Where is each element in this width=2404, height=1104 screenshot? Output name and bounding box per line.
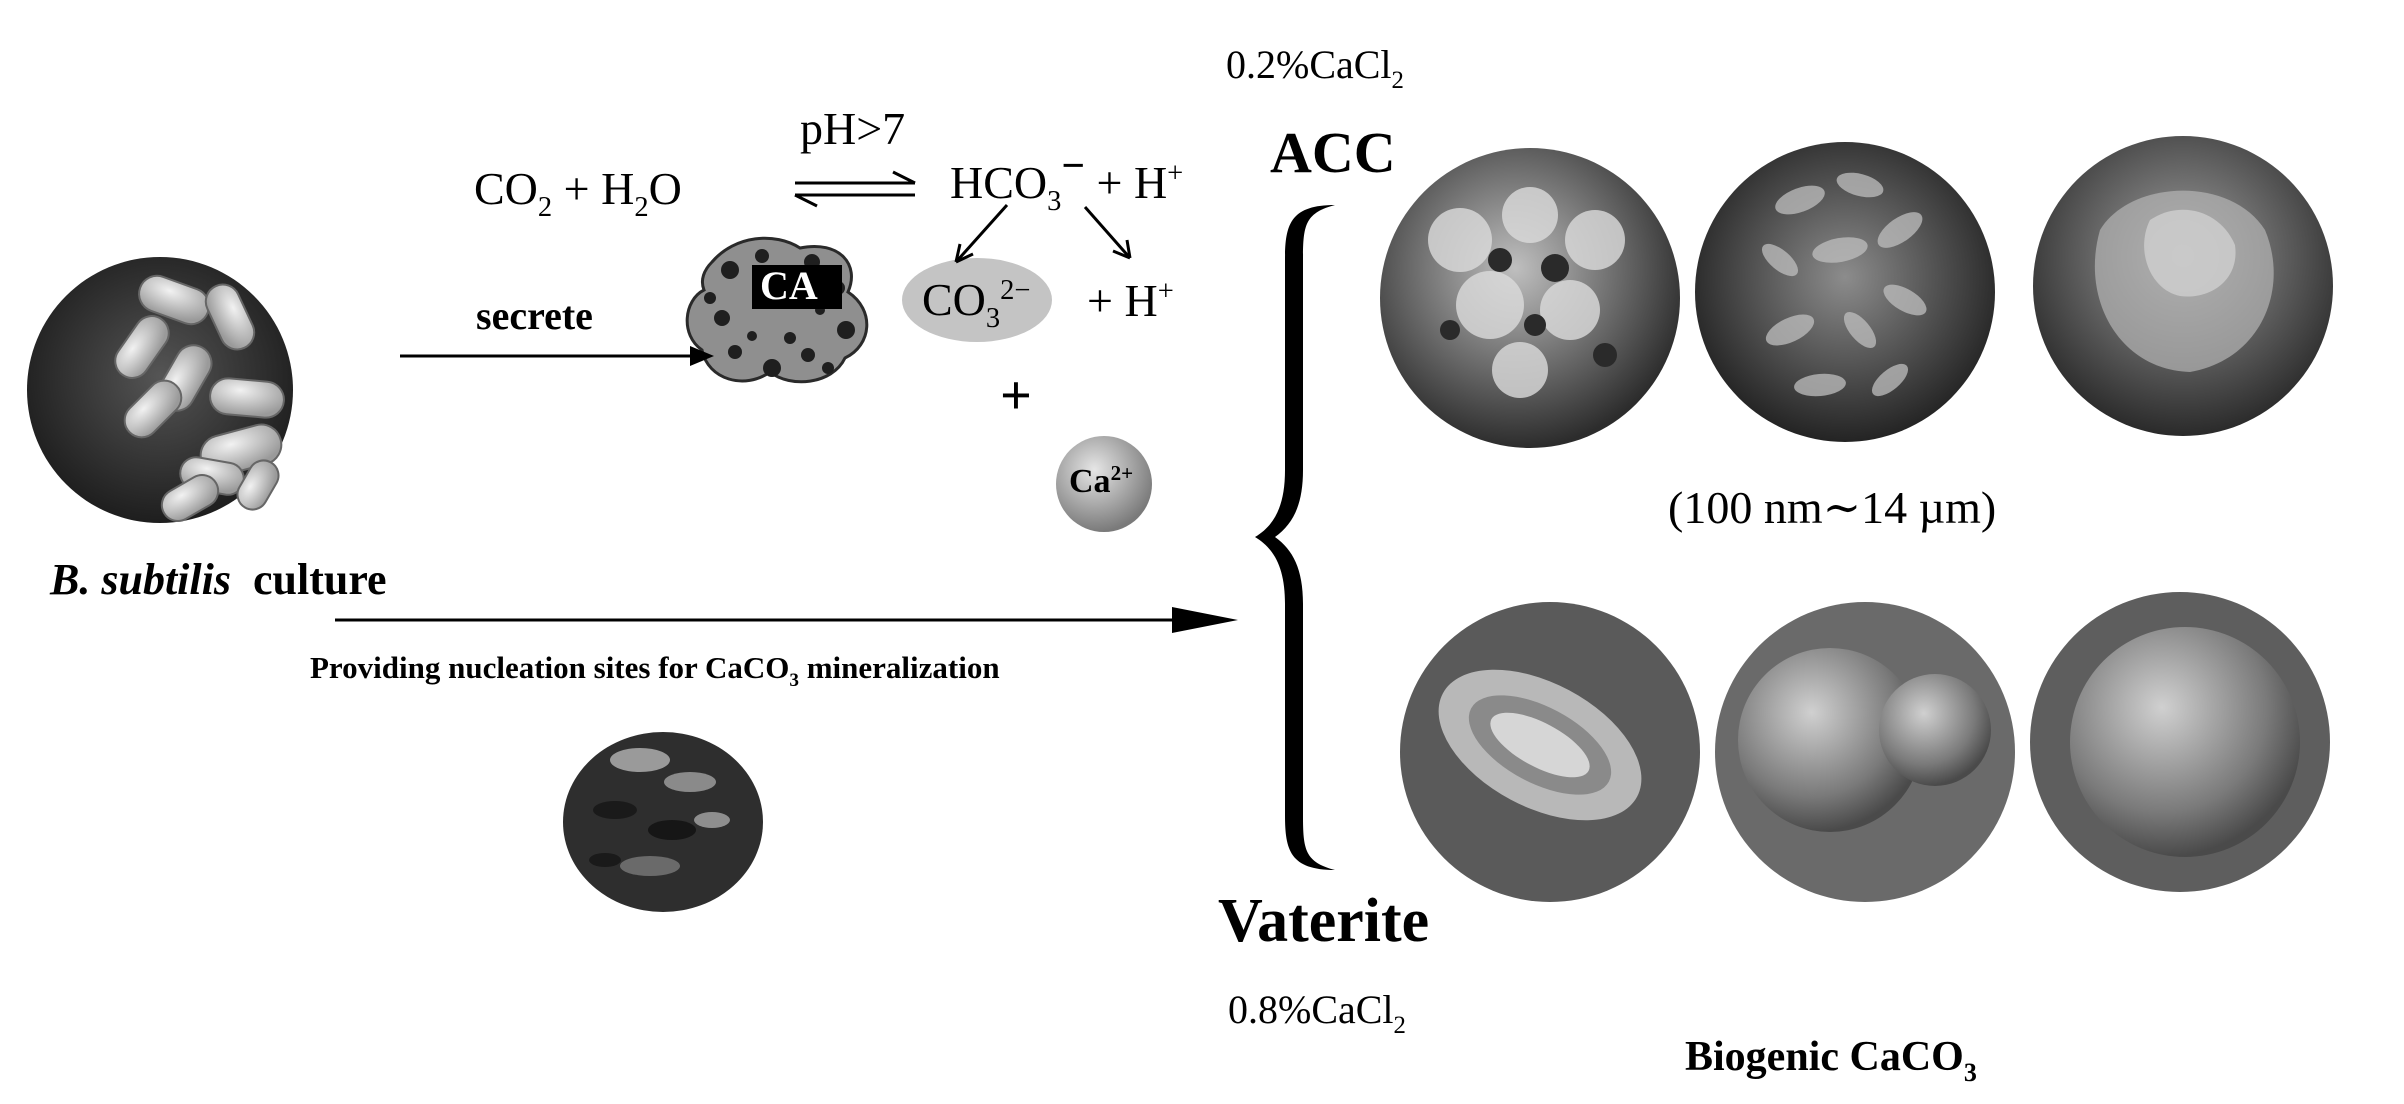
hco3-charge: − <box>1061 142 1085 189</box>
organism-name: B. subtilis <box>50 555 231 604</box>
vaterite-conc-subscript: 2 <box>1393 1012 1406 1040</box>
nucleation-sem-image <box>563 732 763 912</box>
plus-sign: + <box>1096 157 1123 208</box>
enzyme-label: CA <box>760 263 818 308</box>
acc-sem-image-2 <box>1695 142 1995 442</box>
organism-culture: culture <box>252 555 387 604</box>
plus-sign: + <box>1087 275 1113 326</box>
plus-sign-bold: + <box>1000 365 1032 427</box>
proton-product: + H+ <box>1087 278 1174 324</box>
nucleation-subscript: 3 <box>789 670 799 692</box>
carbonate-bubble <box>902 258 1052 342</box>
h2o-suffix: O <box>648 163 682 214</box>
co3-subscript: 3 <box>985 302 1001 334</box>
co3-prefix: CO <box>922 274 986 325</box>
h-ion: H <box>1124 275 1158 326</box>
nucleation-caption: Providing nucleation sites for CaCO3 min… <box>310 650 1000 690</box>
nucleation-prefix: Providing nucleation sites for CaCO <box>310 650 790 685</box>
co2-subscript: 2 <box>537 191 553 223</box>
co3-charge: 2− <box>1000 275 1031 307</box>
caption-prefix: Biogenic CaCO <box>1685 1034 1964 1080</box>
bacteria-sem-image <box>27 257 293 523</box>
acc-sem-image-3 <box>2033 136 2333 436</box>
equilibrium-arrows <box>794 170 916 208</box>
organism-label: B. subtilis culture <box>50 558 387 602</box>
h2o-prefix: H <box>601 163 635 214</box>
size-range: (100 nm∼14 µm) <box>1668 482 1997 533</box>
ca-prefix: Ca <box>1069 463 1111 500</box>
vaterite-sem-image-1 <box>1400 602 1700 902</box>
nucleation-suffix: mineralization <box>798 650 1000 685</box>
calcium-sphere <box>1056 436 1152 532</box>
vaterite-sem-image-2 <box>1715 602 2015 902</box>
bicarbonate-products: HCO3− + H+ <box>950 145 1184 216</box>
ph-condition: pH>7 <box>800 103 906 154</box>
secrete-arrow <box>400 346 714 366</box>
h-ion: H <box>1133 157 1168 208</box>
carbonate-ion: CO32− <box>922 274 1031 333</box>
acc-sem-image-1 <box>1380 148 1680 448</box>
secrete-label: secrete <box>476 293 593 338</box>
plus-sign: + <box>563 163 590 214</box>
acc-conc-prefix: 0.2%CaCl <box>1226 42 1392 87</box>
hco3-prefix: HCO <box>950 157 1048 208</box>
acc-conc-subscript: 2 <box>1391 67 1404 95</box>
calcium-ion: Ca2+ <box>1069 463 1133 500</box>
vaterite-concentration: 0.8%CaCl2 <box>1228 987 1406 1039</box>
hco3-subscript: 3 <box>1047 185 1062 217</box>
biogenic-caption: Biogenic CaCO3 <box>1685 1034 1977 1085</box>
caption-subscript: 3 <box>1963 1057 1977 1087</box>
vaterite-label: Vaterite <box>1218 887 1430 955</box>
vaterite-conc-prefix: 0.8%CaCl <box>1228 987 1394 1032</box>
h2o-subscript: 2 <box>634 191 649 223</box>
co2-prefix: CO <box>474 163 538 214</box>
acc-label: ACC <box>1270 120 1396 185</box>
acc-concentration: 0.2%CaCl2 <box>1226 42 1404 94</box>
h-ion-charge: + <box>1167 158 1184 190</box>
nucleation-arrow <box>335 607 1238 633</box>
co2-h2o-reactants: CO2 + H2O <box>474 163 682 222</box>
enzyme-ca-icon <box>685 236 869 384</box>
h-ion-charge: + <box>1157 276 1174 308</box>
vaterite-sem-image-3 <box>2030 592 2330 892</box>
dissociation-arrows <box>954 203 1132 264</box>
curly-brace <box>1255 205 1335 870</box>
ca-charge: 2+ <box>1110 461 1134 486</box>
